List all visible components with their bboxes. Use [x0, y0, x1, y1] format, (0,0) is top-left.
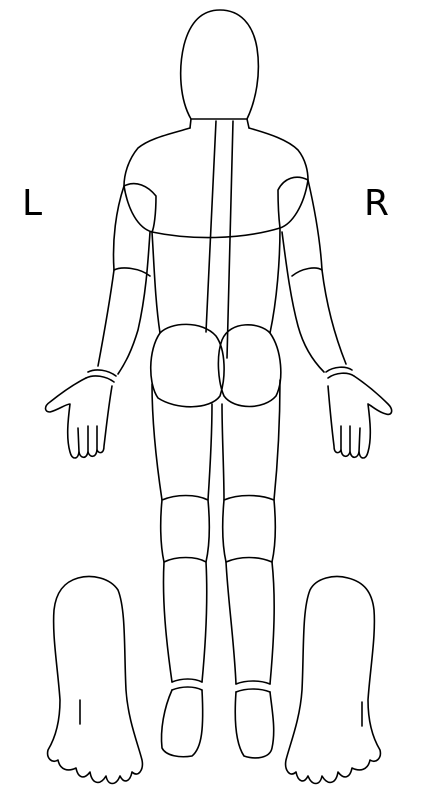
torso-back [124, 128, 308, 333]
right-elbow [292, 268, 322, 276]
left-buttock [151, 324, 224, 406]
left-sole [48, 577, 143, 784]
head [181, 10, 259, 119]
right-calf [226, 562, 274, 684]
left-thigh [152, 384, 212, 500]
right-fingers [341, 426, 360, 452]
left-shoulder [113, 184, 156, 270]
right-knee [223, 496, 276, 563]
right-ankle [236, 681, 270, 692]
right-heel [235, 692, 273, 758]
left-heel [161, 690, 202, 757]
left-knee [161, 496, 210, 563]
right-upper-arm [282, 232, 346, 372]
spine [206, 121, 233, 358]
right-wrist [326, 367, 354, 378]
left-fingers [78, 426, 97, 452]
left-elbow [114, 268, 150, 276]
shoulder-blade-line [152, 228, 280, 238]
neck [190, 119, 249, 128]
left-calf [163, 562, 206, 682]
left-ankle [172, 679, 202, 690]
left-upper-arm [98, 232, 150, 374]
left-wrist [86, 370, 116, 382]
right-sole [286, 577, 381, 784]
right-thigh [222, 380, 280, 500]
